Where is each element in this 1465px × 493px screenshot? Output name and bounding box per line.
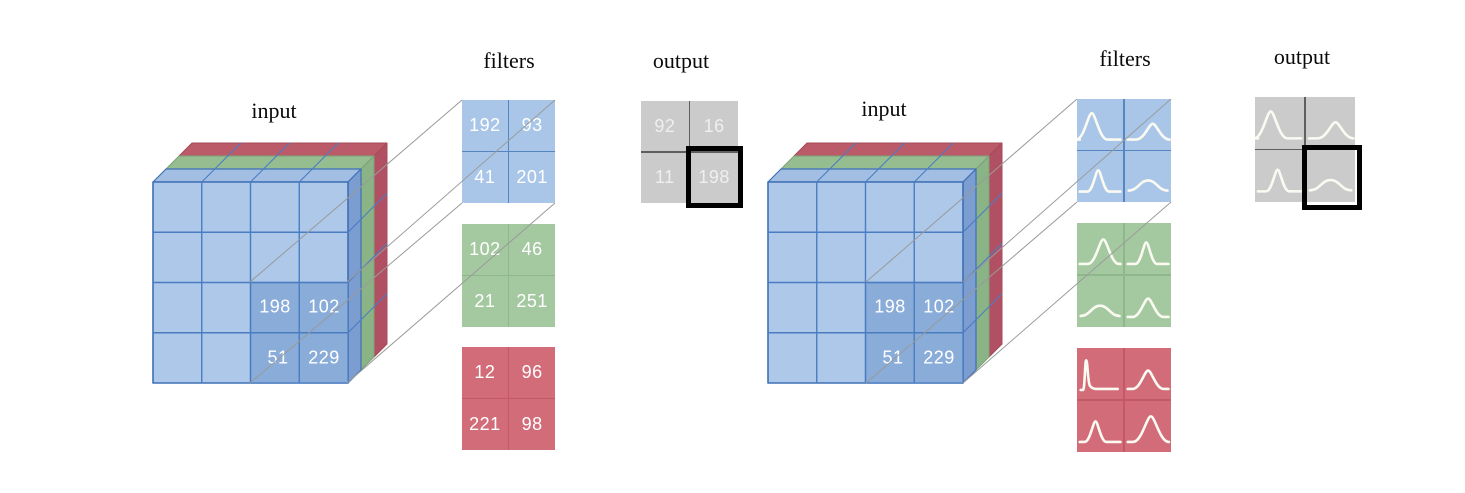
distribution-curve	[1077, 401, 1123, 452]
curve-path	[1128, 242, 1169, 264]
curve-path	[1080, 239, 1121, 264]
filter-cell: 201	[509, 152, 555, 203]
curve-path	[1128, 181, 1167, 191]
input-patch-value: 102	[308, 296, 340, 317]
left-filter-blue: 192 93 41 201	[462, 100, 555, 203]
curve-path	[1310, 180, 1351, 190]
filter-curve-cell	[1077, 151, 1124, 202]
left-output-highlight-border	[686, 146, 743, 208]
curve-path	[1081, 360, 1118, 390]
left-filters-title: filters	[483, 48, 535, 73]
filter-curve-cell	[1124, 275, 1171, 327]
curve-path	[1080, 421, 1121, 441]
left-output-title: output	[652, 48, 710, 73]
filter-curve-cell	[1124, 400, 1171, 452]
curve-path	[1128, 298, 1169, 316]
right-filter-green	[1077, 223, 1171, 327]
distribution-curve	[1077, 151, 1123, 202]
distribution-curve	[1077, 276, 1123, 327]
left-input-title: input	[251, 98, 297, 123]
distribution-curve	[1306, 150, 1355, 202]
distribution-curve	[1125, 401, 1171, 452]
filter-cell: 21	[462, 276, 508, 327]
filter-curve-cell	[1124, 223, 1171, 275]
output-curve-cell	[1255, 97, 1305, 149]
filter-cell: 41	[462, 152, 508, 203]
filter-cell: 46	[509, 224, 555, 275]
distribution-curve	[1125, 276, 1171, 327]
filter-curve-cell	[1077, 400, 1124, 452]
output-cell: 92	[641, 101, 689, 152]
distribution-curve	[1077, 223, 1123, 274]
filter-cell: 192	[462, 100, 508, 151]
input-patch-value: 198	[259, 296, 291, 317]
curve-path	[1258, 170, 1301, 192]
filter-curve-cell	[1124, 151, 1171, 202]
filter-cell: 98	[509, 399, 555, 450]
filter-curve-cell	[1124, 348, 1171, 400]
left-filter-green: 102 46 21 251	[462, 224, 555, 327]
output-curve-cell	[1305, 97, 1355, 149]
filter-curve-cell	[1124, 99, 1171, 150]
right-filters-title: filters	[1099, 46, 1151, 71]
curve-path	[1077, 113, 1120, 139]
curve-path	[1309, 122, 1353, 138]
curve-path	[1080, 171, 1121, 192]
curve-path	[1081, 305, 1120, 315]
right-filter-blue	[1077, 99, 1171, 202]
distribution-curve	[1077, 99, 1123, 150]
distribution-curve	[1125, 99, 1171, 150]
filter-cell: 93	[509, 100, 555, 151]
filter-curve-cell	[1077, 275, 1124, 327]
right-output-title: output	[1273, 44, 1331, 69]
curve-path	[1255, 111, 1301, 138]
filter-curve-cell	[1077, 99, 1124, 150]
output-curve-cell	[1305, 150, 1355, 202]
right-filter-red	[1077, 348, 1171, 452]
input-patch-value: 102	[923, 296, 955, 317]
filter-cell: 96	[509, 347, 555, 398]
input-patch-value: 229	[308, 347, 340, 368]
right-output-highlight-border	[1302, 145, 1362, 210]
filter-cell: 221	[462, 399, 508, 450]
output-curve-cell	[1255, 150, 1305, 202]
input-patch-value: 229	[923, 347, 955, 368]
distribution-curve	[1077, 348, 1123, 399]
distribution-curve	[1125, 223, 1171, 274]
distribution-curve	[1125, 348, 1171, 399]
distribution-curve	[1306, 97, 1355, 149]
output-cell: 16	[690, 101, 738, 152]
filter-curve-cell	[1077, 348, 1124, 400]
distribution-curve	[1255, 97, 1304, 149]
distribution-curve	[1255, 150, 1304, 202]
right-input-title: input	[861, 96, 907, 121]
filter-cell: 251	[509, 276, 555, 327]
filter-cell: 12	[462, 347, 508, 398]
input-patch-value: 51	[267, 347, 289, 368]
filter-cell: 102	[462, 224, 508, 275]
curve-path	[1128, 371, 1169, 389]
left-filter-red: 12 96 221 98	[462, 347, 555, 450]
input-patch-value: 198	[874, 296, 906, 317]
distribution-curve	[1125, 151, 1171, 202]
curve-path	[1128, 124, 1170, 140]
curve-path	[1128, 416, 1169, 442]
filter-curve-cell	[1077, 223, 1124, 275]
output-cell: 11	[641, 152, 689, 203]
input-patch-value: 51	[882, 347, 904, 368]
output-cell: 198	[690, 152, 738, 203]
